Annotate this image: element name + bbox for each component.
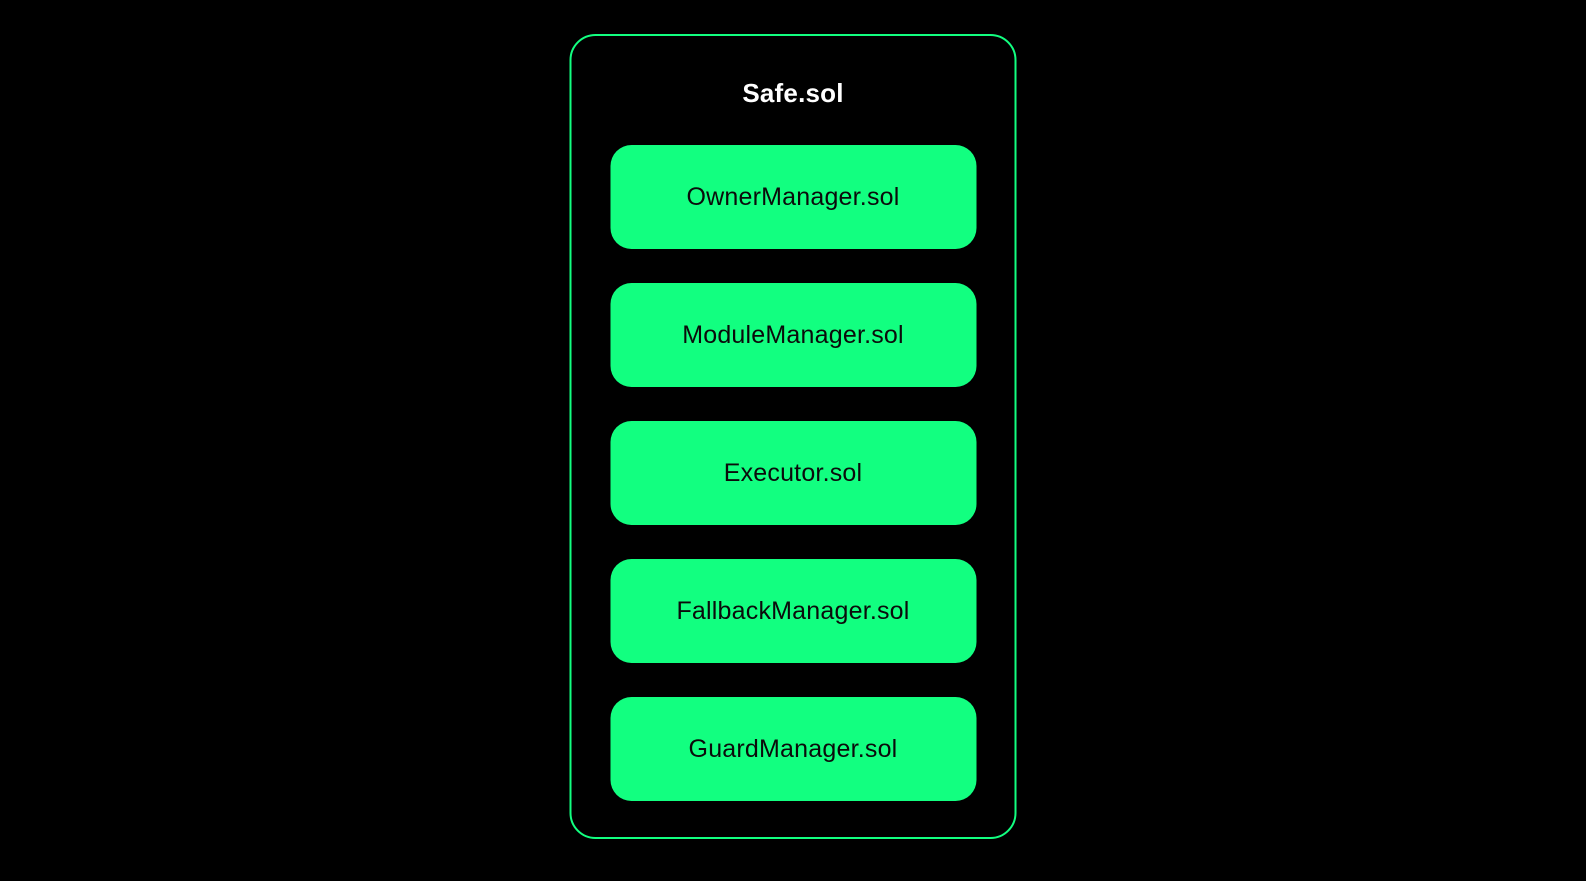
diagram-title: Safe.sol [742, 78, 844, 108]
contract-box-guard-manager: GuardManager.sol [610, 697, 976, 801]
contract-box-executor: Executor.sol [610, 421, 976, 525]
contract-label: Executor.sol [723, 458, 863, 487]
contract-label: FallbackManager.sol [676, 596, 910, 625]
contract-label: GuardManager.sol [688, 734, 898, 763]
contract-box-owner-manager: OwnerManager.sol [610, 145, 976, 249]
contract-box-fallback-manager: FallbackManager.sol [610, 559, 976, 663]
contracts-list: OwnerManager.sol ModuleManager.sol Execu… [610, 145, 976, 801]
contract-label: ModuleManager.sol [682, 320, 904, 349]
contract-label: OwnerManager.sol [686, 182, 900, 211]
safe-sol-container: Safe.sol OwnerManager.sol ModuleManager.… [569, 34, 1017, 839]
contract-box-module-manager: ModuleManager.sol [610, 283, 976, 387]
